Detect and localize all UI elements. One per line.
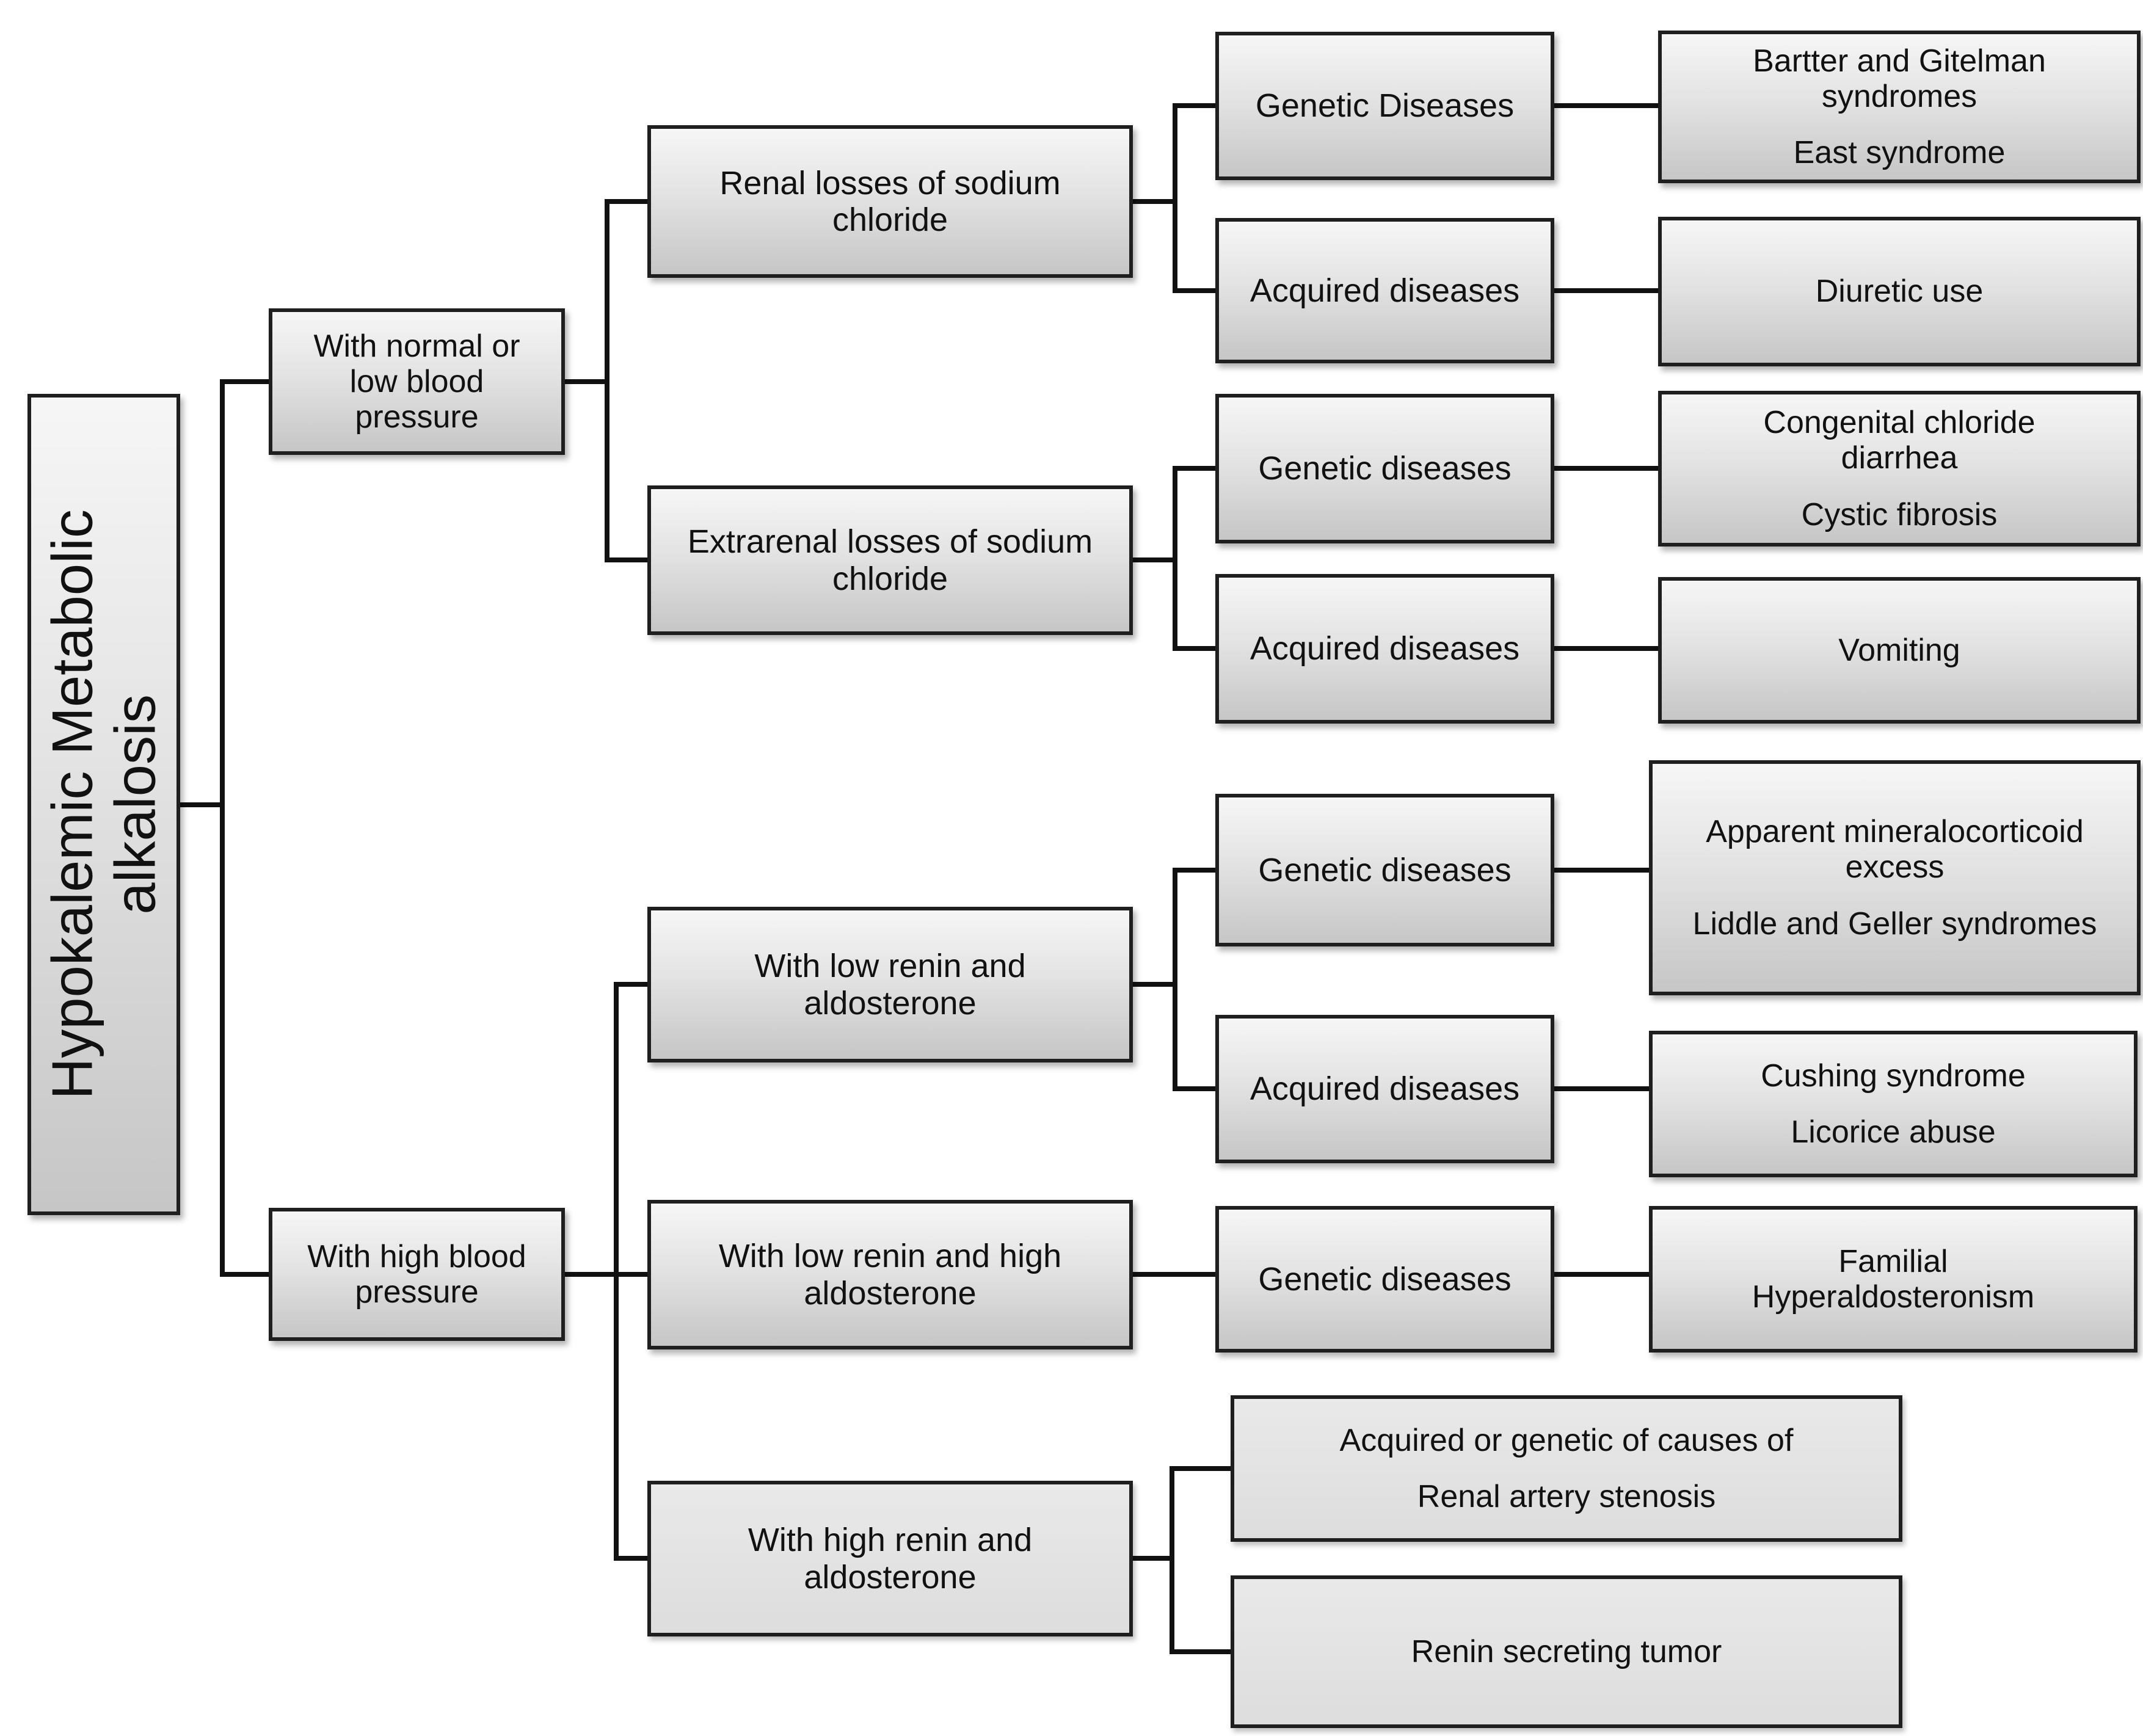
connector: [614, 982, 650, 987]
node-label: With normal or low blood pressure: [313, 328, 520, 435]
node-low-renin-high-aldosterone: With low renin and high aldosterone: [647, 1200, 1133, 1349]
node-genetic-diseases-3: Genetic diseases: [1215, 794, 1554, 946]
node-root: Hypokalemic Metabolic alkalosis: [27, 394, 180, 1215]
connector: [1173, 466, 1218, 471]
node-familial-hyperaldosteronism: Familial Hyperaldosteronism: [1649, 1206, 2138, 1353]
connector: [1173, 1086, 1218, 1091]
node-sublabel: Licorice abuse: [1791, 1114, 1996, 1150]
connector: [1133, 1272, 1218, 1277]
node-label: Acquired diseases: [1250, 272, 1520, 309]
connector: [1554, 646, 1661, 651]
node-label: Renin secreting tumor: [1411, 1633, 1722, 1669]
connector: [1133, 557, 1176, 562]
connector: [1554, 466, 1661, 471]
node-label: Genetic diseases: [1258, 851, 1512, 888]
node-sublabel: Cystic fibrosis: [1801, 496, 1998, 532]
node-diuretic-use: Diuretic use: [1658, 217, 2141, 366]
node-label: Familial Hyperaldosteronism: [1752, 1243, 2035, 1315]
node-label: With low renin and aldosterone: [754, 948, 1026, 1022]
node-cushing-licorice: Cushing syndrome Licorice abuse: [1649, 1031, 2138, 1177]
connector: [1173, 868, 1177, 1091]
connector: [1133, 199, 1176, 204]
node-extrarenal-losses: Extrarenal losses of sodium chloride: [647, 485, 1133, 635]
node-normal-low-bp: With normal or low blood pressure: [269, 308, 565, 455]
node-vomiting: Vomiting: [1658, 577, 2141, 724]
connector: [1133, 982, 1176, 987]
connector: [605, 199, 650, 204]
connector: [1133, 1556, 1173, 1561]
node-label: Vomiting: [1838, 632, 1960, 668]
node-label: Acquired diseases: [1250, 1070, 1520, 1108]
connector: [220, 379, 272, 384]
node-high-bp: With high blood pressure: [269, 1208, 565, 1341]
node-sublabel: Liddle and Geller syndromes: [1692, 906, 2097, 942]
node-label: Renal losses of sodium chloride: [719, 164, 1061, 238]
node-bartter-gitelman-east: Bartter and Gitelman syndromes East synd…: [1658, 31, 2141, 183]
node-label: Acquired diseases: [1250, 630, 1520, 667]
connector: [1170, 1466, 1234, 1471]
connector: [614, 982, 619, 1561]
node-label: Congenital chloride diarrhea: [1763, 405, 2036, 476]
connector: [1173, 103, 1218, 108]
node-acquired-diseases-3: Acquired diseases: [1215, 1015, 1554, 1163]
connector: [1170, 1466, 1174, 1654]
connector: [1554, 288, 1661, 293]
node-label: Genetic Diseases: [1255, 87, 1515, 125]
connector: [565, 379, 608, 384]
connector: [180, 802, 220, 807]
node-label: Bartter and Gitelman syndromes: [1753, 43, 2046, 114]
connector: [1554, 103, 1661, 108]
connector: [1554, 1086, 1652, 1091]
connector: [1170, 1649, 1234, 1654]
connector: [1173, 288, 1218, 293]
node-label: With high renin and aldosterone: [748, 1522, 1033, 1596]
node-congenital-chloride-cystic: Congenital chloride diarrhea Cystic fibr…: [1658, 391, 2141, 547]
connector: [1173, 103, 1177, 293]
connector: [1173, 466, 1177, 651]
connector: [605, 199, 609, 562]
node-label: With high blood pressure: [307, 1238, 526, 1310]
node-label: Apparent mineralocorticoid excess: [1706, 814, 2084, 885]
node-sublabel: Renal artery stenosis: [1417, 1478, 1716, 1514]
node-acquired-diseases-2: Acquired diseases: [1215, 574, 1554, 724]
connector: [565, 1272, 617, 1277]
node-high-renin-aldosterone: With high renin and aldosterone: [647, 1481, 1133, 1636]
connector: [614, 1272, 650, 1277]
node-label: Extrarenal losses of sodium chloride: [687, 523, 1093, 597]
node-acquired-diseases-1: Acquired diseases: [1215, 218, 1554, 363]
connector: [605, 557, 650, 562]
node-genetic-diseases-4: Genetic diseases: [1215, 1206, 1554, 1353]
node-low-renin-aldosterone: With low renin and aldosterone: [647, 907, 1133, 1062]
connector: [614, 1556, 650, 1561]
connector: [1554, 868, 1652, 873]
node-genetic-diseases-1: Genetic Diseases: [1215, 32, 1554, 180]
node-root-label: Hypokalemic Metabolic alkalosis: [40, 509, 167, 1100]
node-label: With low renin and high aldosterone: [718, 1238, 1062, 1312]
connector: [220, 1272, 272, 1277]
node-renin-secreting-tumor: Renin secreting tumor: [1231, 1575, 1902, 1728]
connector: [1173, 646, 1218, 651]
node-apparent-mineralocorticoid-liddle: Apparent mineralocorticoid excess Liddle…: [1649, 760, 2141, 995]
node-label: Cushing syndrome: [1761, 1058, 2026, 1094]
node-label: Genetic diseases: [1258, 450, 1512, 487]
node-label: Genetic diseases: [1258, 1260, 1512, 1298]
node-label: Diuretic use: [1815, 274, 1984, 310]
node-genetic-diseases-2: Genetic diseases: [1215, 394, 1554, 543]
connector: [1173, 868, 1218, 873]
node-label: Acquired or genetic of causes of: [1339, 1422, 1794, 1458]
node-sublabel: East syndrome: [1793, 135, 2006, 171]
node-renal-losses: Renal losses of sodium chloride: [647, 125, 1133, 278]
connector: [220, 379, 225, 1277]
node-renal-artery-stenosis: Acquired or genetic of causes of Renal a…: [1231, 1395, 1902, 1542]
connector: [1554, 1272, 1652, 1277]
